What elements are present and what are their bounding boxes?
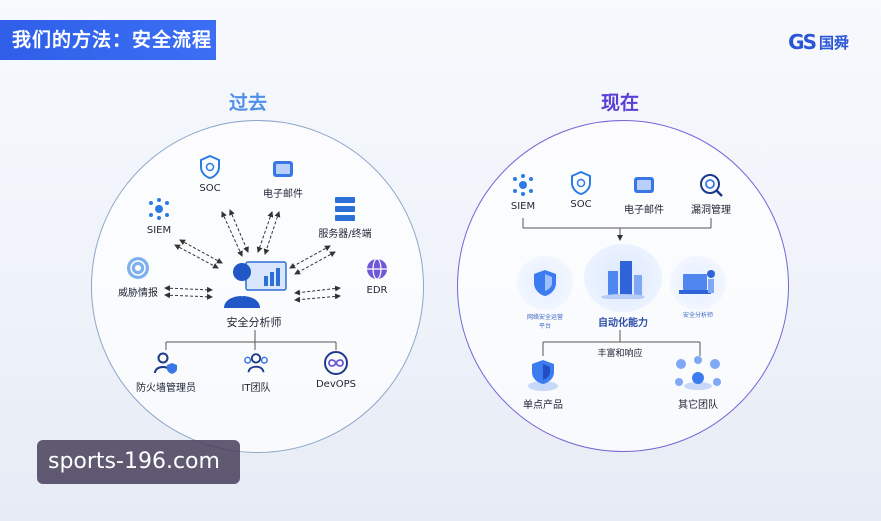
past-node-soc: SOC [195, 154, 225, 194]
now-node-single: 单点产品 [521, 356, 565, 411]
watermark-banner: sports-196.com [37, 440, 240, 484]
past-node-threat: 威胁情报 [113, 255, 163, 299]
past-node-edr: EDR [362, 256, 392, 296]
past-node-siem: SIEM [144, 196, 174, 236]
network-icon [510, 172, 536, 198]
shield-icon [568, 170, 594, 196]
platform-shield-icon [517, 256, 573, 310]
past-node-firewall: 防火墙管理员 [131, 350, 201, 394]
past-analyst: 安全分析师 [212, 258, 296, 330]
now-heading: 现在 [601, 92, 640, 114]
server-icon [332, 196, 358, 222]
logo-mark: GS [788, 30, 817, 54]
email-icon [270, 156, 296, 182]
now-node-soc: SOC [566, 170, 596, 210]
other-team-icon [671, 354, 725, 392]
now-automation: 自动化能力 [583, 244, 663, 329]
past-node-it: IT团队 [236, 350, 276, 394]
now-node-email: 电子邮件 [621, 172, 667, 216]
network-icon [146, 196, 172, 222]
team-icon [243, 350, 269, 376]
past-node-email: 电子邮件 [258, 156, 308, 200]
radar-icon [125, 255, 151, 281]
globe-icon [364, 256, 390, 282]
past-node-server: 服务器/终端 [310, 196, 380, 240]
infinity-icon [323, 350, 349, 376]
logo-text: 国舜 [818, 33, 849, 52]
now-response-label: 丰富和响应 [597, 349, 643, 359]
email-icon [631, 172, 657, 198]
laptop-analyst-icon [670, 256, 726, 310]
now-node-other: 其它团队 [666, 354, 730, 411]
now-node-siem: SIEM [508, 172, 538, 212]
single-product-icon [526, 356, 560, 392]
automation-building-icon [584, 244, 662, 312]
past-node-devops: DevOPS [314, 350, 358, 390]
past-heading: 过去 [229, 92, 268, 114]
user-shield-icon [153, 350, 179, 376]
slide-title: 我们的方法：安全流程 [0, 20, 216, 60]
analyst-icon [220, 258, 288, 310]
shield-icon [197, 154, 223, 180]
now-platform: 网络安全运营平台 [512, 256, 578, 330]
scan-icon [698, 172, 724, 198]
now-node-vuln: 漏洞管理 [688, 172, 734, 216]
company-logo: GS 国舜 [788, 30, 849, 54]
now-analyst: 安全分析师 [666, 256, 730, 319]
